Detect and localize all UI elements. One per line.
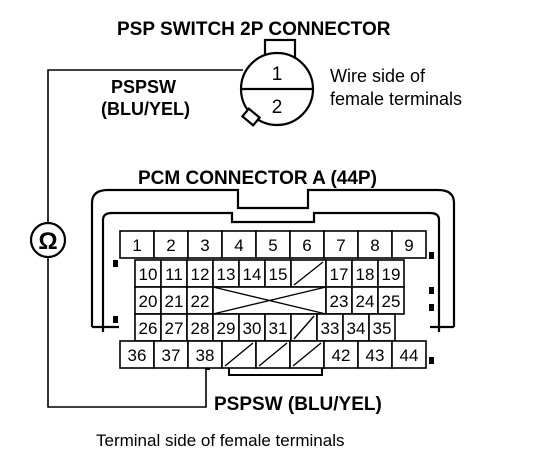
pcm-cell [187, 340, 223, 369]
psp-note-line-1: Wire side of [330, 66, 426, 86]
svg-text:Ω: Ω [38, 228, 57, 255]
psp-wire-label-line-2: (BLU/YEL) [101, 99, 190, 119]
pcm-terminal-12: 12 [191, 265, 210, 284]
pcm-terminal-15: 15 [269, 265, 288, 284]
pcm-terminal-18: 18 [356, 265, 375, 284]
empty-cell-slash [293, 261, 324, 286]
empty-cell-slash [292, 342, 322, 367]
pcm-terminal-42: 42 [332, 346, 351, 365]
pcm-terminal-27: 27 [165, 319, 184, 338]
pcm-terminal-25: 25 [382, 292, 401, 311]
pcm-terminal-38: 38 [196, 346, 215, 365]
pcm-cell [377, 259, 405, 288]
pcm-terminal-2: 2 [166, 236, 175, 255]
pcm-terminal-17: 17 [330, 265, 349, 284]
pcm-terminal-20: 20 [139, 292, 158, 311]
pcm-terminal-6: 6 [302, 236, 311, 255]
pcm-pin-label: PSPSW (BLU/YEL) [214, 394, 382, 415]
pcm-terminal-35: 35 [373, 319, 392, 338]
pcm-terminal-13: 13 [217, 265, 236, 284]
pcm-cell [119, 230, 155, 259]
pcm-cell [289, 230, 325, 259]
pcm-terminal-3: 3 [200, 236, 209, 255]
pcm-connector-title: PCM CONNECTOR A (44P) [138, 168, 377, 189]
pcm-terminal-29: 29 [217, 319, 236, 338]
empty-cell-cross [212, 286, 327, 315]
pcm-terminal-23: 23 [330, 292, 349, 311]
pcm-cell [119, 340, 155, 369]
pcm-terminal-22: 22 [191, 292, 210, 311]
psp-switch-connector: 1 2 [239, 38, 315, 127]
ohmmeter-icon: Ω [29, 221, 67, 259]
pcm-cell [357, 230, 393, 259]
meter-leads [47, 69, 243, 408]
psp-pin-2: 2 [272, 97, 283, 118]
pcm-cell [357, 340, 393, 369]
psp-wire-label-line-1: PSPSW [111, 77, 177, 97]
pcm-terminal-37: 37 [162, 346, 181, 365]
psp-connector-title: PSP SWITCH 2P CONNECTOR [117, 19, 391, 40]
pcm-terminal-1: 1 [132, 236, 141, 255]
pcm-cell [153, 340, 189, 369]
empty-cell-slash [224, 342, 254, 367]
pcm-terminal-8: 8 [370, 236, 379, 255]
pcm-cell [160, 286, 188, 315]
pcm-terminal-28: 28 [191, 319, 210, 338]
pcm-cell [134, 313, 162, 342]
empty-cell-slash [258, 342, 288, 367]
pcm-cell [351, 259, 379, 288]
pcm-terminal-10: 10 [139, 265, 158, 284]
pcm-terminal-21: 21 [165, 292, 184, 311]
pcm-terminal-24: 24 [356, 292, 375, 311]
psp-note-line-2: female terminals [330, 89, 463, 109]
pcm-footer-note: Terminal side of female terminals [96, 431, 345, 450]
empty-cell-slash [293, 315, 315, 340]
pcm-terminal-4: 4 [234, 236, 243, 255]
pcm-terminal-34: 34 [347, 319, 366, 338]
pcm-terminal-14: 14 [243, 265, 262, 284]
pcm-terminal-43: 43 [366, 346, 385, 365]
pcm-cell [391, 230, 427, 259]
psp-pin-1: 1 [272, 64, 283, 85]
pcm-cell [391, 340, 427, 369]
pcm-terminal-7: 7 [336, 236, 345, 255]
pcm-cell [187, 230, 223, 259]
pcm-terminal-33: 33 [321, 319, 340, 338]
pcm-cell [377, 286, 405, 315]
pcm-terminal-19: 19 [382, 265, 401, 284]
pcm-terminal-26: 26 [139, 319, 158, 338]
pcm-terminal-30: 30 [243, 319, 262, 338]
pcm-terminal-36: 36 [128, 346, 147, 365]
pcm-terminal-11: 11 [165, 265, 183, 284]
pcm-terminal-31: 31 [269, 319, 288, 338]
pcm-terminal-5: 5 [268, 236, 277, 255]
pcm-cell [153, 230, 189, 259]
pcm-terminal-44: 44 [400, 346, 419, 365]
pcm-terminal-9: 9 [404, 236, 413, 255]
